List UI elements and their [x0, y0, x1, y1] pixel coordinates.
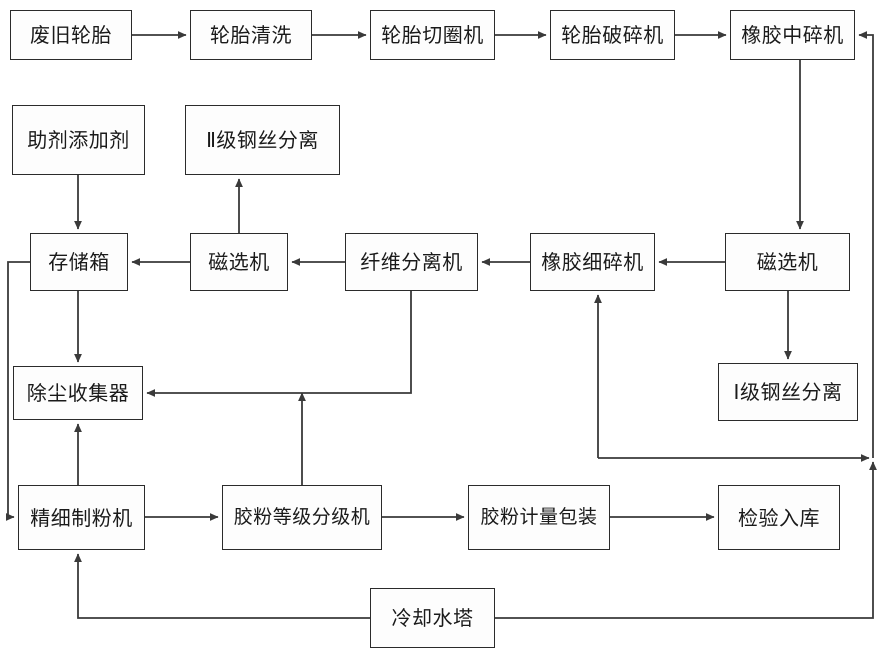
- node-storage-bin[interactable]: 存储箱: [30, 233, 128, 291]
- node-label: 存储箱: [48, 250, 110, 274]
- node-label: 纤维分离机: [360, 250, 463, 274]
- node-fiber-separator[interactable]: 纤维分离机: [345, 233, 478, 291]
- node-dust-collector[interactable]: 除尘收集器: [13, 366, 143, 420]
- node-label: 磁选机: [756, 250, 819, 274]
- node-additive-agent[interactable]: 助剂添加剂: [12, 105, 145, 175]
- node-rubber-powder-packaging[interactable]: 胶粉计量包装: [468, 485, 610, 550]
- node-fine-powder-mill[interactable]: 精细制粉机: [18, 485, 145, 550]
- edge-rightbus-to-midgrind: [858, 31, 874, 458]
- node-label: 橡胶中碎机: [741, 23, 844, 47]
- node-tire-washing[interactable]: 轮胎清洗: [190, 10, 312, 60]
- node-magnetic-separator-right[interactable]: 磁选机: [725, 233, 850, 291]
- node-label: 轮胎清洗: [210, 23, 292, 47]
- node-label: 胶粉等级分级机: [233, 506, 371, 529]
- node-label: 磁选机: [208, 250, 270, 274]
- node-cooling-water-tower[interactable]: 冷却水塔: [370, 588, 495, 648]
- node-label: 轮胎切圈机: [381, 23, 484, 47]
- node-label: 废旧轮胎: [30, 23, 112, 47]
- node-label: 胶粉计量包装: [480, 506, 598, 529]
- node-label: Ⅰ级钢丝分离: [733, 380, 843, 404]
- node-rubber-fine-crusher[interactable]: 橡胶细碎机: [530, 233, 655, 291]
- node-rubber-medium-crusher[interactable]: 橡胶中碎机: [730, 10, 855, 60]
- node-tire-shredder[interactable]: 轮胎破碎机: [550, 10, 675, 60]
- edge-tower-to-mill: [74, 553, 370, 619]
- node-label: 助剂添加剂: [27, 128, 130, 152]
- node-label: 冷却水塔: [391, 606, 474, 630]
- node-label: 精细制粉机: [30, 505, 133, 530]
- node-grade-1-steel-wire-separation[interactable]: Ⅰ级钢丝分离: [718, 363, 858, 421]
- node-label: 除尘收集器: [26, 381, 130, 405]
- node-magnetic-separator-middle[interactable]: 磁选机: [190, 233, 288, 291]
- node-label: 检验入库: [738, 505, 820, 530]
- node-waste-tire[interactable]: 废旧轮胎: [10, 10, 132, 60]
- node-grade-2-steel-wire-separation[interactable]: Ⅱ级钢丝分离: [185, 105, 340, 175]
- edge-fiber-to-dust: [146, 291, 412, 397]
- node-label: Ⅱ级钢丝分离: [206, 128, 319, 152]
- node-rubber-powder-grader[interactable]: 胶粉等级分级机: [222, 485, 382, 550]
- node-tire-ring-cutter[interactable]: 轮胎切圈机: [370, 10, 495, 60]
- node-label: 轮胎破碎机: [561, 23, 664, 47]
- node-label: 橡胶细碎机: [541, 250, 644, 274]
- node-inspection-warehousing[interactable]: 检验入库: [718, 485, 840, 550]
